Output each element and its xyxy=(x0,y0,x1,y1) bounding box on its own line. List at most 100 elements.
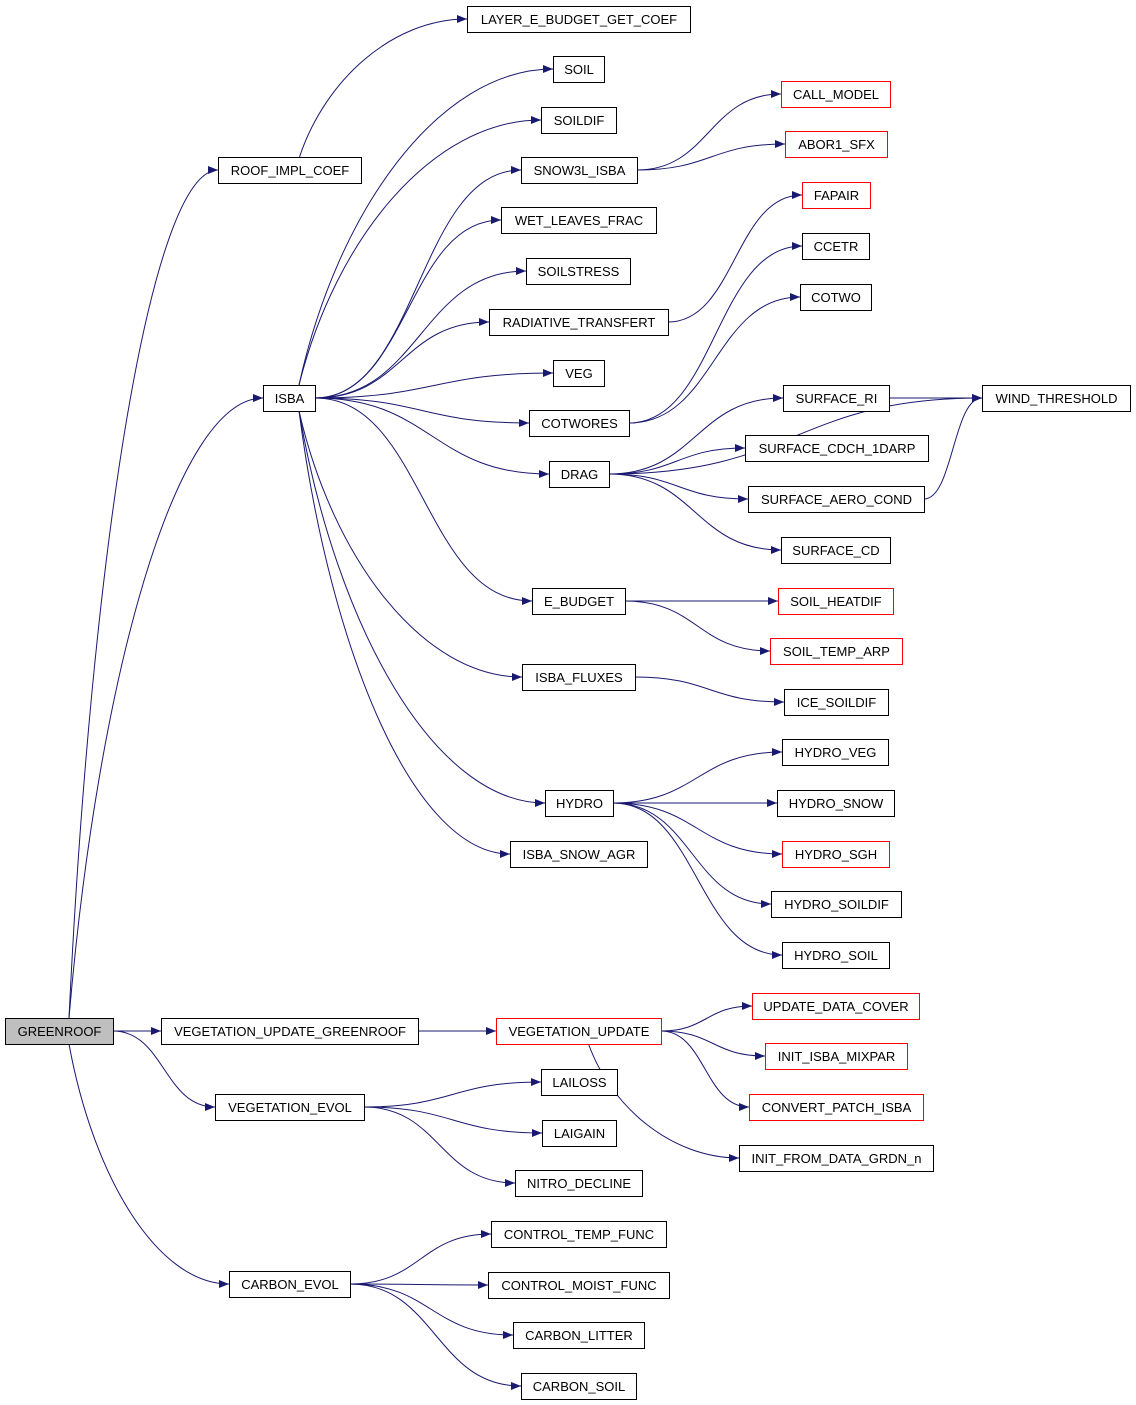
node-ccetr[interactable]: CCETR xyxy=(802,233,870,260)
node-isba[interactable]: ISBA xyxy=(263,385,316,412)
node-soil-temp-arp[interactable]: SOIL_TEMP_ARP xyxy=(770,638,903,665)
node-box xyxy=(752,993,920,1020)
node-soil[interactable]: SOIL xyxy=(553,56,605,83)
edge-vegetation_update-to-init_isba_mixpar xyxy=(660,1030,766,1060)
node-cotwores[interactable]: COTWORES xyxy=(529,410,630,437)
node-carbon-litter[interactable]: CARBON_LITTER xyxy=(513,1322,645,1349)
edge-isba-to-soil xyxy=(298,65,554,386)
node-roof-impl-coef[interactable]: ROOF_IMPL_COEF xyxy=(218,157,362,184)
node-surface-ri[interactable]: SURFACE_RI xyxy=(783,385,890,412)
edge-cotwores-to-ccetr xyxy=(628,242,803,424)
node-label: ICE_SOILDIF xyxy=(797,695,877,710)
node-box xyxy=(778,588,894,615)
node-box xyxy=(521,1373,637,1400)
node-hydro-sgh[interactable]: HYDRO_SGH xyxy=(782,841,890,868)
edge-drag-to-surface_aero_cond xyxy=(608,473,749,503)
node-label: ISBA_FLUXES xyxy=(535,670,623,685)
node-box xyxy=(553,56,605,83)
node-abor1-sfx[interactable]: ABOR1_SFX xyxy=(785,131,888,158)
node-isba-fluxes[interactable]: ISBA_FLUXES xyxy=(522,664,636,691)
node-surface-aero-cond[interactable]: SURFACE_AERO_COND xyxy=(748,486,925,513)
node-e-budget[interactable]: E_BUDGET xyxy=(532,588,626,615)
node-box xyxy=(541,107,617,134)
node-vegetation-update[interactable]: VEGETATION_UPDATE xyxy=(496,1018,662,1045)
node-box xyxy=(501,207,657,234)
node-label: WIND_THRESHOLD xyxy=(995,391,1117,406)
node-fapair[interactable]: FAPAIR xyxy=(802,182,871,209)
node-label: SNOW3L_ISBA xyxy=(534,163,626,178)
node-box xyxy=(513,1322,645,1349)
node-box xyxy=(229,1271,351,1298)
node-update-data-cover[interactable]: UPDATE_DATA_COVER xyxy=(752,993,920,1020)
node-init-from-data-grdn-n[interactable]: INIT_FROM_DATA_GRDN_n xyxy=(739,1145,934,1172)
node-label: LAYER_E_BUDGET_GET_COEF xyxy=(481,12,677,27)
node-convert-patch-isba[interactable]: CONVERT_PATCH_ISBA xyxy=(749,1094,924,1121)
node-carbon-soil[interactable]: CARBON_SOIL xyxy=(521,1373,637,1400)
node-vegetation-evol[interactable]: VEGETATION_EVOL xyxy=(215,1094,365,1121)
node-veg[interactable]: VEG xyxy=(553,360,605,387)
node-soilstress[interactable]: SOILSTRESS xyxy=(526,258,631,285)
node-wind-threshold[interactable]: WIND_THRESHOLD xyxy=(982,385,1131,412)
node-cotwo[interactable]: COTWO xyxy=(800,284,872,311)
node-label: CARBON_SOIL xyxy=(533,1379,625,1394)
node-lailoss[interactable]: LAILOSS xyxy=(541,1069,618,1096)
node-hydro-soil[interactable]: HYDRO_SOIL xyxy=(782,942,890,969)
node-laigain[interactable]: LAIGAIN xyxy=(542,1120,617,1147)
node-isba-snow-agr[interactable]: ISBA_SNOW_AGR xyxy=(510,841,648,868)
node-box xyxy=(785,131,888,158)
node-soil-heatdif[interactable]: SOIL_HEATDIF xyxy=(778,588,894,615)
node-box xyxy=(491,1221,667,1248)
node-label: SOILDIF xyxy=(554,113,605,128)
node-control-temp-func[interactable]: CONTROL_TEMP_FUNC xyxy=(491,1221,667,1248)
node-label: VEGETATION_EVOL xyxy=(228,1100,352,1115)
node-box xyxy=(218,157,362,184)
node-wet-leaves-frac[interactable]: WET_LEAVES_FRAC xyxy=(501,207,657,234)
node-box xyxy=(542,1120,617,1147)
node-box xyxy=(782,841,890,868)
node-box xyxy=(263,385,316,412)
node-label: CCETR xyxy=(814,239,859,254)
node-label: CARBON_LITTER xyxy=(525,1328,633,1343)
node-carbon-evol[interactable]: CARBON_EVOL xyxy=(229,1271,351,1298)
node-box xyxy=(749,1094,924,1121)
node-label: LAILOSS xyxy=(552,1075,607,1090)
node-box xyxy=(782,942,890,969)
edge-vegetation_update-to-update_data_cover xyxy=(660,1002,753,1032)
node-nitro-decline[interactable]: NITRO_DECLINE xyxy=(515,1170,643,1197)
edge-isba-to-e_budget xyxy=(314,397,533,605)
node-hydro[interactable]: HYDRO xyxy=(545,790,614,817)
node-surface-cdch-1darp[interactable]: SURFACE_CDCH_1DARP xyxy=(745,435,929,462)
node-ice-soildif[interactable]: ICE_SOILDIF xyxy=(784,689,889,716)
node-soildif[interactable]: SOILDIF xyxy=(541,107,617,134)
edge-greenroof-to-roof_impl_coef xyxy=(68,166,219,1019)
edge-e_budget-to-soil_temp_arp xyxy=(624,600,771,655)
node-label: COTWORES xyxy=(541,416,618,431)
node-snow3l-isba[interactable]: SNOW3L_ISBA xyxy=(521,157,638,184)
edge-surface_aero_cond-to-wind_threshold xyxy=(923,394,983,500)
node-box xyxy=(765,1043,908,1070)
node-layer-e-budget-get-coef[interactable]: LAYER_E_BUDGET_GET_COEF xyxy=(467,6,691,33)
node-init-isba-mixpar[interactable]: INIT_ISBA_MIXPAR xyxy=(765,1043,908,1070)
node-hydro-soildif[interactable]: HYDRO_SOILDIF xyxy=(771,891,902,918)
node-label: INIT_FROM_DATA_GRDN_n xyxy=(752,1151,922,1166)
node-drag[interactable]: DRAG xyxy=(549,461,610,488)
node-control-moist-func[interactable]: CONTROL_MOIST_FUNC xyxy=(488,1272,670,1299)
node-box xyxy=(161,1018,419,1045)
node-greenroof[interactable]: GREENROOF xyxy=(5,1018,114,1045)
node-box xyxy=(745,435,929,462)
node-call-model[interactable]: CALL_MODEL xyxy=(781,81,891,108)
node-hydro-veg[interactable]: HYDRO_VEG xyxy=(782,739,889,766)
node-label: VEG xyxy=(565,366,592,381)
node-box xyxy=(522,664,636,691)
node-vegetation-update-greenroof[interactable]: VEGETATION_UPDATE_GREENROOF xyxy=(161,1018,419,1045)
node-label: SOIL_HEATDIF xyxy=(790,594,882,609)
edge-isba-to-isba_snow_agr xyxy=(298,410,511,858)
node-box xyxy=(782,739,889,766)
node-hydro-snow[interactable]: HYDRO_SNOW xyxy=(777,790,895,817)
node-label: VEGETATION_UPDATE_GREENROOF xyxy=(174,1024,406,1039)
edge-snow3l_isba-to-abor1_sfx xyxy=(636,140,786,171)
node-surface-cd[interactable]: SURFACE_CD xyxy=(781,537,891,564)
node-radiative-transfert[interactable]: RADIATIVE_TRANSFERT xyxy=(489,309,669,336)
edge-isba-to-radiative_transfert xyxy=(314,318,490,399)
node-box xyxy=(526,258,631,285)
